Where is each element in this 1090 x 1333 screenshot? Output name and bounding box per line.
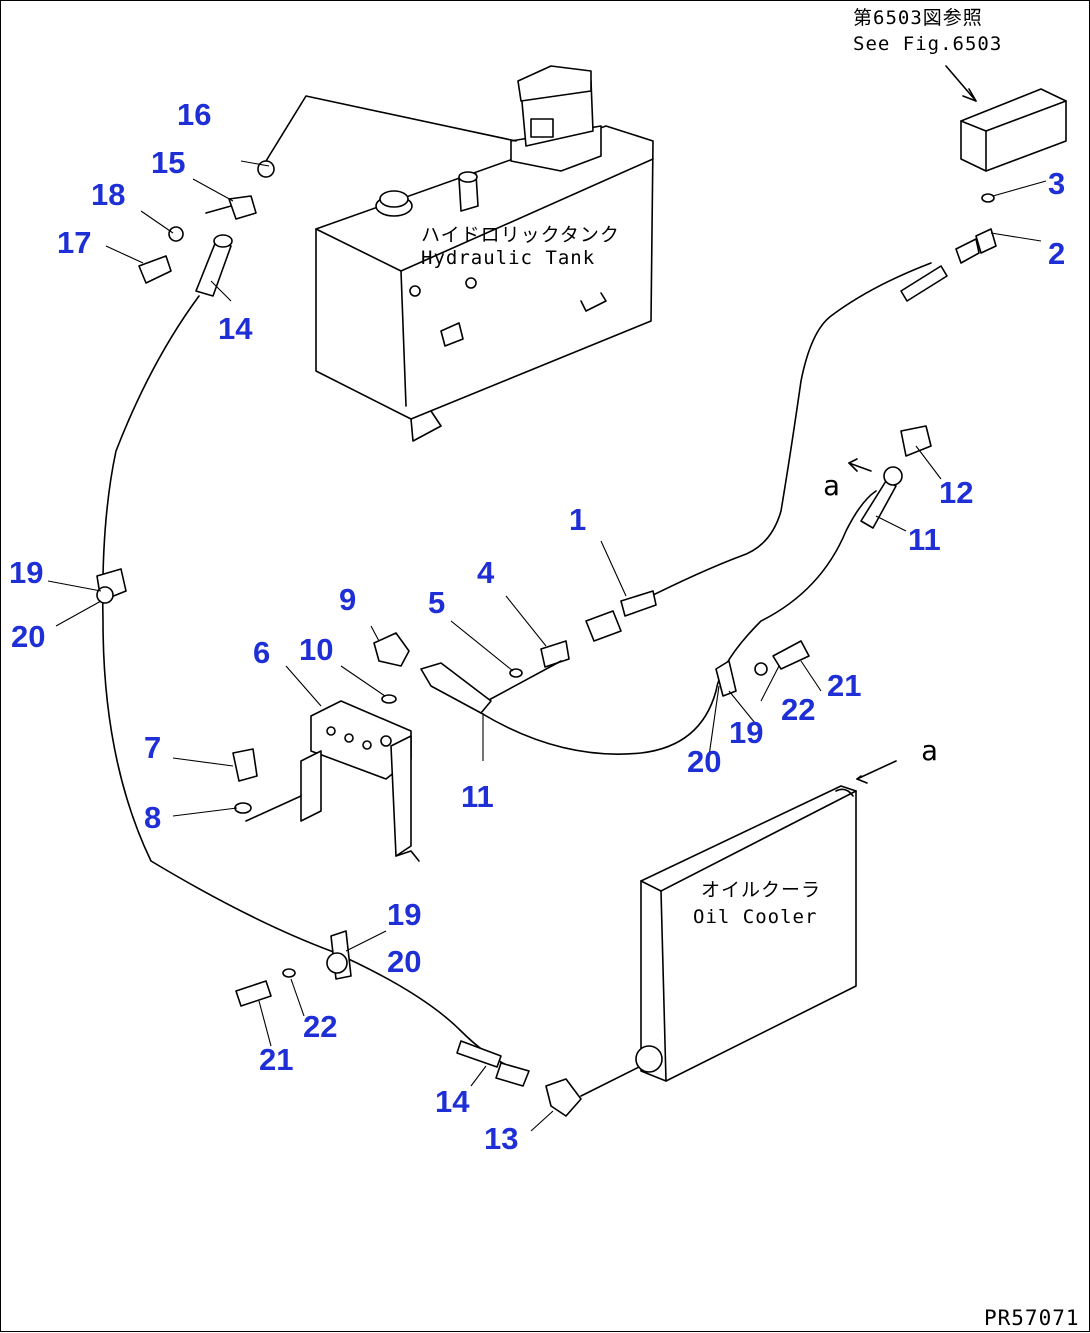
callout-12: 12 (939, 475, 974, 510)
callout-14-top: 14 (218, 311, 253, 346)
callout-4: 4 (477, 555, 495, 590)
callout-15: 15 (151, 145, 186, 180)
cooler-label-jp: オイルクーラ (701, 879, 822, 901)
callout-3: 3 (1048, 166, 1066, 201)
callout-17: 17 (57, 225, 92, 260)
callout-19-center: 19 (729, 715, 764, 750)
callout-22-right: 22 (781, 692, 816, 727)
callout-10: 10 (299, 632, 334, 667)
callout-9: 9 (339, 582, 357, 617)
callout-22-bottom: 22 (303, 1009, 338, 1044)
callout-1: 1 (569, 502, 587, 537)
reference-note-jp: 第6503図参照 (853, 7, 983, 29)
oil-cooler (635, 760, 897, 1082)
callout-20-center: 20 (687, 744, 722, 779)
view-arrow-label-bottom: a (921, 734, 938, 767)
reference-block (945, 65, 1067, 264)
callout-11-center: 11 (461, 779, 494, 814)
drawing-code: PR57071 (984, 1306, 1080, 1330)
callout-11-right: 11 (908, 522, 941, 557)
view-arrow-label-top: a (823, 469, 840, 502)
callout-20-bottom: 20 (387, 944, 422, 979)
callout-21-right: 21 (827, 668, 862, 703)
cooler-label-en: Oil Cooler (693, 906, 818, 928)
callout-19-left: 19 (9, 555, 44, 590)
callout-13: 13 (484, 1121, 519, 1156)
reference-note-en: See Fig.6503 (853, 33, 1003, 55)
callout-14-bottom: 14 (435, 1084, 470, 1119)
callout-5: 5 (428, 585, 446, 620)
callout-16: 16 (177, 97, 212, 132)
callout-8: 8 (144, 800, 162, 835)
callout-2: 2 (1048, 236, 1066, 271)
tank-label-jp: ハイドロリックタンク (421, 224, 620, 246)
callout-19-bottom: 19 (387, 897, 422, 932)
callout-20-left: 20 (11, 619, 46, 654)
callout-18: 18 (91, 177, 126, 212)
hydraulic-tank (315, 65, 654, 442)
bracket-6 (300, 700, 420, 862)
tank-label-en: Hydraulic Tank (421, 247, 596, 269)
callout-6: 6 (253, 635, 271, 670)
callout-7: 7 (144, 730, 162, 765)
callout-21-bottom: 21 (259, 1042, 294, 1077)
